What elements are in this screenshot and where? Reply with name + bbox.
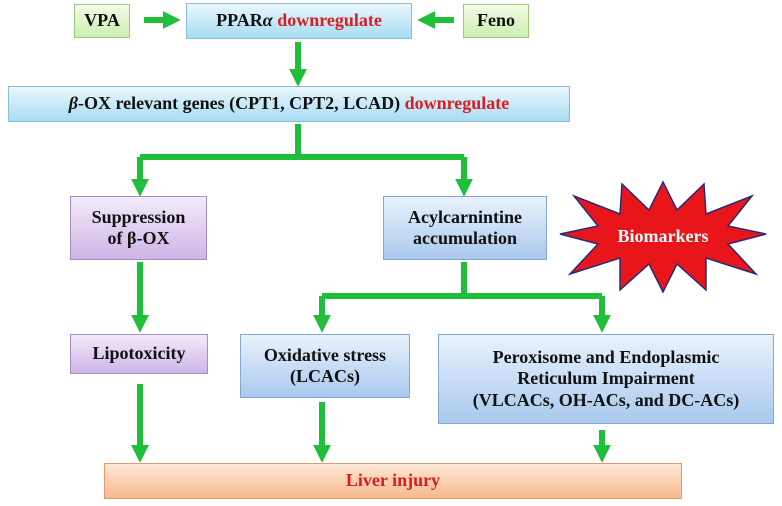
oxidative-stress-node: Oxidative stress (LCACs)	[240, 334, 410, 398]
vpa-node: VPA	[74, 4, 130, 38]
ppar-label: PPARα downregulate	[216, 10, 382, 31]
beta-ox-genes-node: β-OX relevant genes (CPT1, CPT2, LCAD) d…	[8, 86, 570, 122]
lipotoxicity-node: Lipotoxicity	[70, 334, 208, 374]
feno-node: Feno	[463, 4, 529, 38]
vpa-label: VPA	[84, 10, 120, 31]
ppar-effect: downregulate	[277, 10, 382, 31]
ppar-node: PPARα downregulate	[186, 3, 412, 39]
peroxisome-er-node: Peroxisome and Endoplasmic Reticulum Imp…	[438, 334, 774, 424]
feno-label: Feno	[477, 10, 515, 31]
biomarkers-starburst: Biomarkers	[559, 180, 767, 294]
liver-injury-label: Liver injury	[345, 470, 441, 491]
liver-injury-node: Liver injury	[104, 463, 682, 499]
acylcarnitine-node: Acylcarnintine accumulation	[383, 196, 547, 260]
suppression-node: Suppression of β-OX	[70, 196, 207, 260]
biomarkers-label: Biomarkers	[618, 226, 709, 246]
beta-ox-effect: downregulate	[404, 93, 510, 114]
beta-ox-genes-label: β-OX relevant genes (CPT1, CPT2, LCAD) d…	[68, 93, 510, 114]
